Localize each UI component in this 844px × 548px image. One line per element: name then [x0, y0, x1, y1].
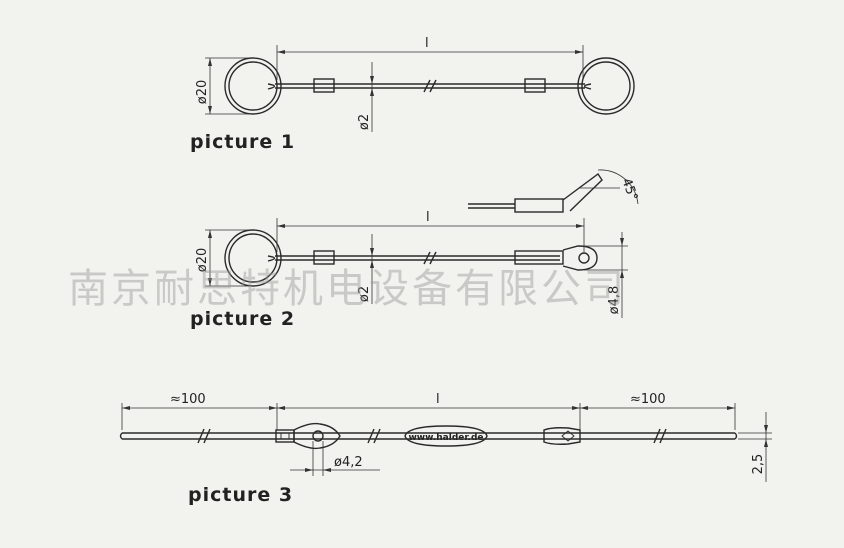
p3-break-2a — [367, 428, 375, 444]
ring-diameter-label: ø20 — [195, 80, 210, 105]
left-ring-inner — [228, 61, 278, 111]
arrow-left — [277, 50, 285, 54]
wire-diameter-label: ø2 — [357, 114, 372, 130]
arrow-wire-top — [370, 76, 374, 84]
p3-arrow-l-a — [277, 406, 285, 410]
picture-2: 45° l ø20 ø2 — [190, 169, 640, 330]
p3-eye-body — [293, 422, 341, 450]
p3-arrow-l-b — [572, 406, 580, 410]
p3-hole-diameter-label: ø4,2 — [334, 455, 363, 470]
picture-1: l ø20 ø2 picture 1 — [190, 36, 635, 153]
arrow-wire-bottom — [370, 88, 374, 96]
detail-bent-eye — [562, 172, 603, 212]
p2-eye-outline — [562, 245, 598, 271]
p3-right-diamond — [561, 430, 575, 442]
p3-left-end — [119, 432, 123, 440]
bent-eye-detail: 45° — [468, 169, 640, 213]
p2-arrow-wire-bottom — [370, 260, 374, 268]
p2-break-a — [423, 251, 431, 265]
p3-break-1b — [203, 428, 211, 444]
right-loop — [583, 83, 592, 90]
p2-arrow-eye-bottom — [620, 270, 624, 278]
p2-ring-inner — [228, 233, 278, 283]
picture-2-caption: picture 2 — [190, 308, 295, 330]
right-ring-inner — [581, 61, 631, 111]
break-mark-a — [423, 79, 431, 93]
p3-arrow-height-top — [764, 425, 768, 433]
p3-length-label: l — [436, 392, 440, 407]
p3-height-label: 2,5 — [751, 454, 766, 475]
p2-right-sleeve — [514, 250, 564, 265]
left-sleeve — [313, 78, 335, 93]
picture-3-caption: picture 3 — [188, 484, 293, 506]
p2-eye-diameter-label: ø4,8 — [607, 286, 622, 315]
break-mark-b — [429, 79, 437, 93]
p3-right-block — [543, 427, 581, 445]
p3-right-end — [734, 432, 738, 440]
picture-3: www.halder.de ≈100 l ≈100 ø4,2 — [119, 392, 772, 506]
p3-eye-hole — [312, 430, 324, 442]
length-label: l — [425, 36, 429, 51]
p2-left-sleeve — [313, 250, 335, 265]
p2-break-b — [429, 251, 437, 265]
p3-label-tag — [404, 425, 488, 447]
p2-eye-hole — [578, 252, 590, 264]
p2-arrow-ring-top — [208, 230, 212, 238]
p3-break-2b — [373, 428, 381, 444]
p3-left-block — [275, 429, 295, 443]
p3-arrow-hole-b — [323, 468, 331, 472]
p2-length-label: l — [426, 210, 430, 225]
p3-arrow-left-b — [269, 406, 277, 410]
angle-arc — [597, 169, 639, 205]
arrow-ring-bottom — [208, 106, 212, 114]
p3-arrow-right-a — [580, 406, 588, 410]
p3-break-3b — [659, 428, 667, 444]
p2-left-loop — [267, 255, 276, 262]
arrow-ring-top — [208, 58, 212, 66]
p3-left-block-inner — [280, 432, 290, 440]
p2-ring-diameter-label: ø20 — [195, 248, 210, 273]
picture-1-caption: picture 1 — [190, 131, 295, 153]
p2-arrow-right — [576, 224, 584, 228]
p3-arrow-hole-a — [305, 468, 313, 472]
p2-arrow-left — [277, 224, 285, 228]
p3-label-text: www.halder.de — [408, 433, 483, 443]
p3-left-length-label: ≈100 — [170, 392, 206, 407]
p3-break-1a — [197, 428, 205, 444]
p2-arrow-wire-top — [370, 248, 374, 256]
watermark-text: 南京耐思特机电设备有限公司 — [68, 266, 627, 312]
angle-label: 45° — [618, 176, 640, 203]
right-ring-outer — [577, 57, 635, 115]
p3-arrow-height-bottom — [764, 439, 768, 447]
arrow-right — [575, 50, 583, 54]
p3-break-3a — [653, 428, 661, 444]
p2-arrow-ring-bottom — [208, 278, 212, 286]
p3-arrow-right-b — [727, 406, 735, 410]
p2-wire-diameter-label: ø2 — [357, 286, 372, 302]
p2-arrow-eye-top — [620, 238, 624, 246]
left-loop — [267, 83, 276, 90]
p3-right-length-label: ≈100 — [630, 392, 666, 407]
right-sleeve — [524, 78, 546, 93]
p3-arrow-left-a — [122, 406, 130, 410]
detail-sleeve — [514, 198, 564, 213]
left-ring-outer — [224, 57, 282, 115]
